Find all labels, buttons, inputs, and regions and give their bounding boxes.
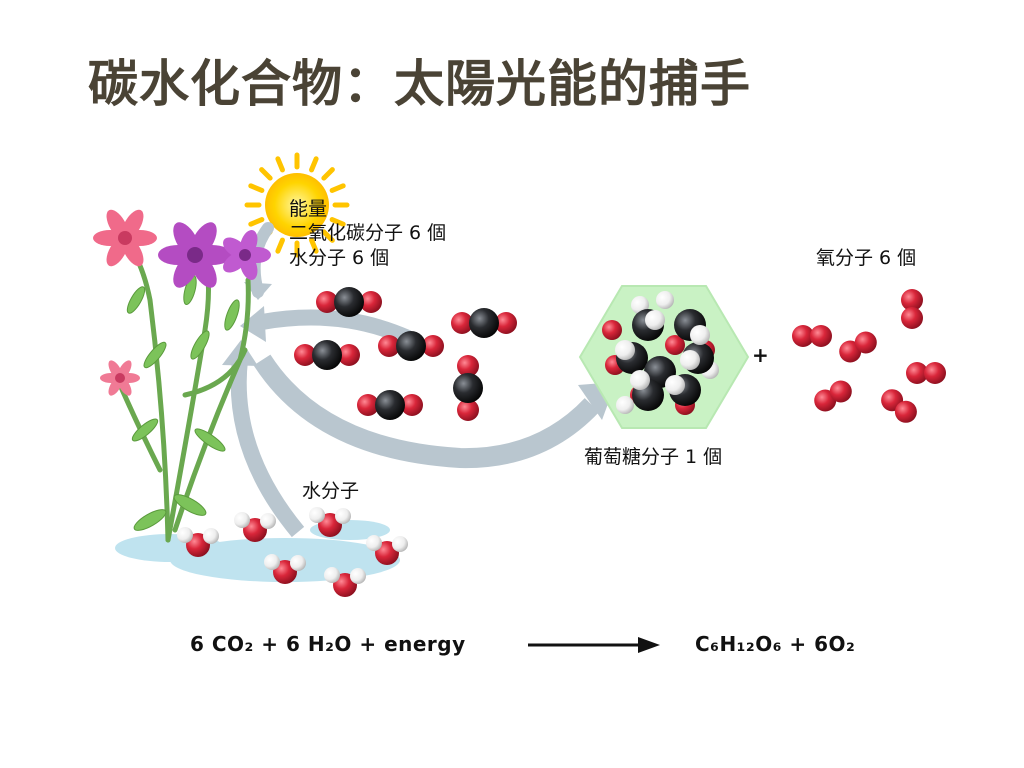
flower-purple-icon [158, 222, 232, 288]
hydrogen-atom [350, 568, 366, 584]
carbon-atom [375, 390, 405, 420]
oxygen-atom [360, 291, 382, 313]
oxygen-atom [602, 320, 622, 340]
hydrogen-atom [234, 512, 250, 528]
oxygen-atom [906, 362, 928, 384]
equation-products: C₆H₁₂O₆ + 6O₂ [695, 632, 856, 656]
oxygen-atom [338, 344, 360, 366]
oxygen-atom [357, 394, 379, 416]
oxygen-atom [894, 400, 917, 423]
oxygen-atom [854, 331, 877, 354]
hydrogen-atom [616, 396, 634, 414]
arrow-co2-to-plant [240, 306, 412, 346]
oxygen-atom [792, 325, 814, 347]
carbon-atom [453, 373, 483, 403]
plus-sign: + [752, 343, 769, 367]
flower-pink-icon [93, 209, 157, 267]
hydrogen-atom [366, 535, 382, 551]
hydrogen-atom [645, 310, 665, 330]
hydrogen-atom [656, 291, 674, 309]
hydrogen-atom [324, 567, 340, 583]
oxygen-atom [316, 291, 338, 313]
flower-pink-small-icon [100, 360, 140, 396]
oxygen-atom [401, 394, 423, 416]
oxygen-atom [451, 312, 473, 334]
hydrogen-atom [665, 375, 685, 395]
label-oxygen: 氧分子 6 個 [816, 247, 917, 269]
hydrogen-atom [392, 536, 408, 552]
arrow-plant-to-glucose [253, 354, 616, 469]
flower-purple-small-icon [223, 230, 271, 280]
carbon-atom [334, 287, 364, 317]
hydrogen-atom [680, 350, 700, 370]
oxygen-atom [665, 335, 685, 355]
oxygen-atom [810, 325, 832, 347]
label-co2: 二氧化碳分子 6 個 [289, 222, 447, 244]
oxygen-atom [378, 335, 400, 357]
reaction-arrow [528, 637, 660, 653]
carbon-atom [312, 340, 342, 370]
oxygen-atom [457, 399, 479, 421]
label-water-bottom: 水分子 [302, 480, 360, 502]
hydrogen-atom [615, 340, 635, 360]
carbon-atom [469, 308, 499, 338]
hydrogen-atom [260, 513, 276, 529]
water-molecules [177, 507, 408, 597]
hydrogen-atom [203, 528, 219, 544]
hydrogen-atom [309, 507, 325, 523]
label-energy: 能量 [289, 198, 328, 220]
oxygen-atom [901, 307, 923, 329]
oxygen-atom [495, 312, 517, 334]
label-water-top: 水分子 6 個 [289, 247, 390, 269]
carbon-atom [396, 331, 426, 361]
co2-molecules [294, 287, 517, 421]
hydrogen-atom [290, 555, 306, 571]
hydrogen-atom [177, 527, 193, 543]
slide-title: 碳水化合物：太陽光能的捕手 [88, 55, 751, 113]
oxygen-atom [829, 380, 852, 403]
hydrogen-atom [335, 508, 351, 524]
oxygen-atom [924, 362, 946, 384]
label-glucose: 葡萄糖分子 1 個 [584, 446, 723, 468]
hydrogen-atom [630, 370, 650, 390]
equation-reactants: 6 CO₂ + 6 H₂O + energy [190, 632, 466, 656]
oxygen-molecules [792, 289, 946, 423]
oxygen-atom [294, 344, 316, 366]
oxygen-atom [457, 355, 479, 377]
hydrogen-atom [690, 325, 710, 345]
glucose-molecule [602, 291, 719, 415]
oxygen-atom [901, 289, 923, 311]
sun-icon [244, 152, 350, 258]
plant [93, 209, 271, 543]
hydrogen-atom [264, 554, 280, 570]
oxygen-atom [422, 335, 444, 357]
